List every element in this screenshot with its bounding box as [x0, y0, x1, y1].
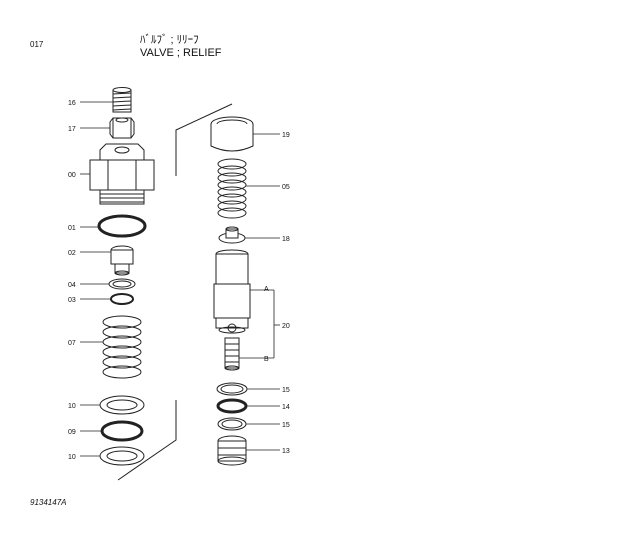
callout-02: 02 [68, 250, 76, 257]
callout-05: 05 [282, 184, 290, 191]
part-13-seat [217, 435, 247, 466]
callout-10-bottom: 10 [68, 454, 76, 461]
callout-00: 00 [68, 172, 76, 179]
part-00-plug-body [89, 143, 155, 205]
page-number: 017 [30, 40, 44, 49]
leaders-left [80, 101, 113, 457]
callout-15-top: 15 [282, 387, 290, 394]
title-katakana: ﾊﾞﾙﾌﾞ ; ﾘﾘｰﾌ [140, 34, 199, 46]
callout-03: 03 [68, 297, 76, 304]
callout-19: 19 [282, 132, 290, 139]
part-17-nut [109, 117, 135, 139]
callout-14: 14 [282, 404, 290, 411]
part-16-set-screw [112, 87, 132, 113]
part-10-washer-top [99, 395, 145, 415]
callout-letter-a: A [264, 286, 269, 293]
leaders-right [239, 133, 280, 451]
callout-09: 09 [68, 429, 76, 436]
part-07-spring [102, 315, 142, 379]
callout-13: 13 [282, 448, 290, 455]
part-14-o-ring [216, 398, 248, 414]
callout-15-bottom: 15 [282, 422, 290, 429]
title-english: VALVE ; RELIEF [140, 47, 222, 59]
part-02-poppet [110, 245, 134, 276]
callout-04: 04 [68, 282, 76, 289]
part-09-o-ring [100, 420, 144, 442]
part-15-backup-ring-bottom [217, 417, 247, 431]
part-05-spring [217, 158, 247, 219]
part-20-sleeve [213, 249, 251, 371]
callout-07: 07 [68, 340, 76, 347]
part-15-backup-ring-top [216, 382, 248, 396]
callout-10-top: 10 [68, 403, 76, 410]
callout-18: 18 [282, 236, 290, 243]
drawing-code: 9134147A [30, 498, 67, 507]
part-19-cap [210, 116, 254, 152]
callout-letter-b: B [264, 356, 269, 363]
part-10-washer-bottom [99, 446, 145, 466]
callout-16: 16 [68, 100, 76, 107]
part-04-backup-ring [108, 278, 136, 290]
callout-20: 20 [282, 323, 290, 330]
callout-01: 01 [68, 225, 76, 232]
part-03-o-ring [110, 293, 134, 305]
part-18-spring-seat [218, 226, 246, 244]
callout-17: 17 [68, 126, 76, 133]
assembly-leader-top [175, 103, 233, 176]
assembly-leader-left [117, 400, 177, 481]
part-01-o-ring [97, 214, 147, 238]
